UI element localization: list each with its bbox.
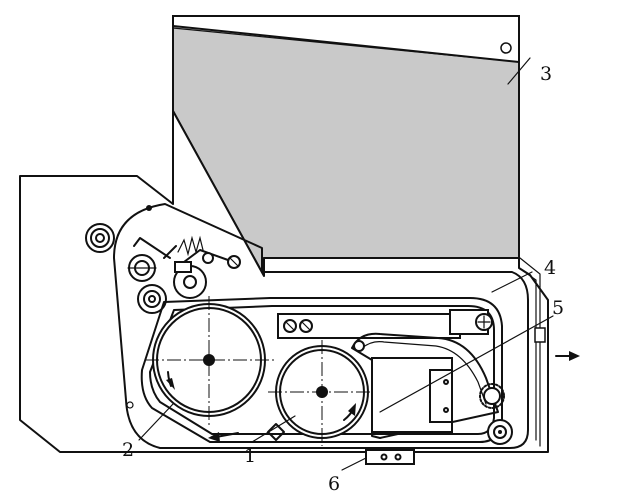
housing-bolt-top (146, 205, 152, 211)
large-wheel (145, 296, 275, 426)
leader-lines (138, 57, 554, 471)
upper-rollers (85, 223, 241, 314)
hopper (172, 15, 520, 277)
hopper-pin (500, 42, 512, 54)
label-6: 6 (328, 473, 340, 495)
belt-return-arrow (208, 432, 239, 442)
label-3: 3 (540, 63, 552, 85)
bottom-fitting (365, 449, 415, 465)
label-2: 2 (122, 439, 134, 461)
label-4: 4 (544, 257, 556, 279)
cutter-assembly (351, 332, 513, 445)
side-knob (534, 327, 546, 343)
label-1: 1 (244, 445, 256, 467)
housing-bolt-left (126, 401, 134, 409)
discharge-arrow (555, 351, 580, 361)
label-5: 5 (552, 297, 564, 319)
small-wheel (267, 340, 380, 446)
